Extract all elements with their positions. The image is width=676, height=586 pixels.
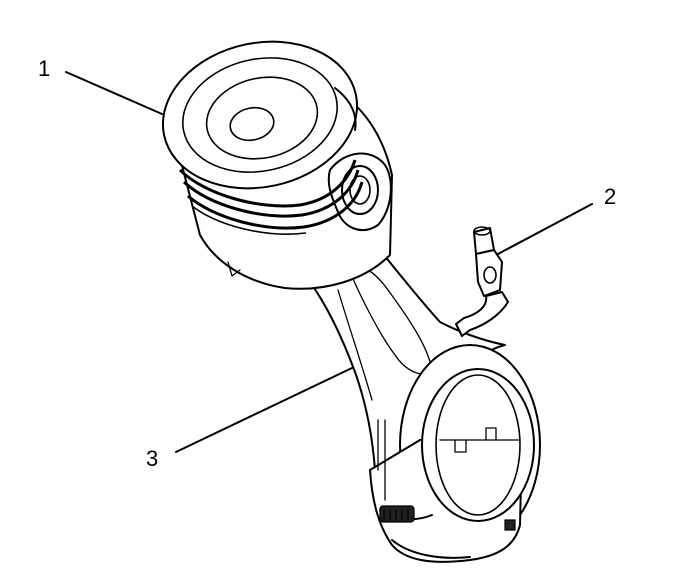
- leader-line-1: [65, 71, 163, 115]
- piston-cooling-jet: [455, 226, 509, 337]
- piston: [161, 40, 393, 290]
- callout-3: 3: [146, 446, 158, 471]
- leader-lines: [65, 71, 593, 453]
- callout-1: 1: [38, 56, 50, 81]
- leader-line-3: [175, 367, 353, 453]
- callout-2: 2: [604, 184, 616, 209]
- leader-line-2: [497, 203, 593, 255]
- connecting-rod: [309, 249, 541, 563]
